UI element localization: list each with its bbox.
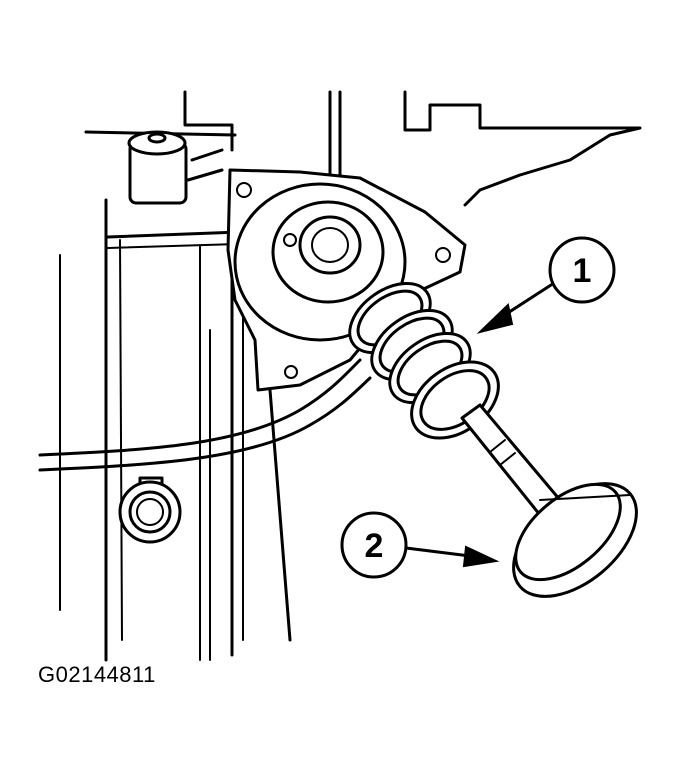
valve-seat-body [233,182,407,342]
valve-assembly [460,403,638,598]
housing-structure [59,90,642,662]
valve-spring [348,281,500,440]
figure-id: G02144811 [38,662,156,687]
callout-1-label: 1 [573,252,592,290]
hose-fitting [118,476,182,544]
mounting-post [127,130,188,205]
callout-2-label: 2 [365,527,384,565]
callout-2: 2 [340,511,500,579]
callout-1: 1 [476,236,616,334]
hose-line [38,358,372,472]
